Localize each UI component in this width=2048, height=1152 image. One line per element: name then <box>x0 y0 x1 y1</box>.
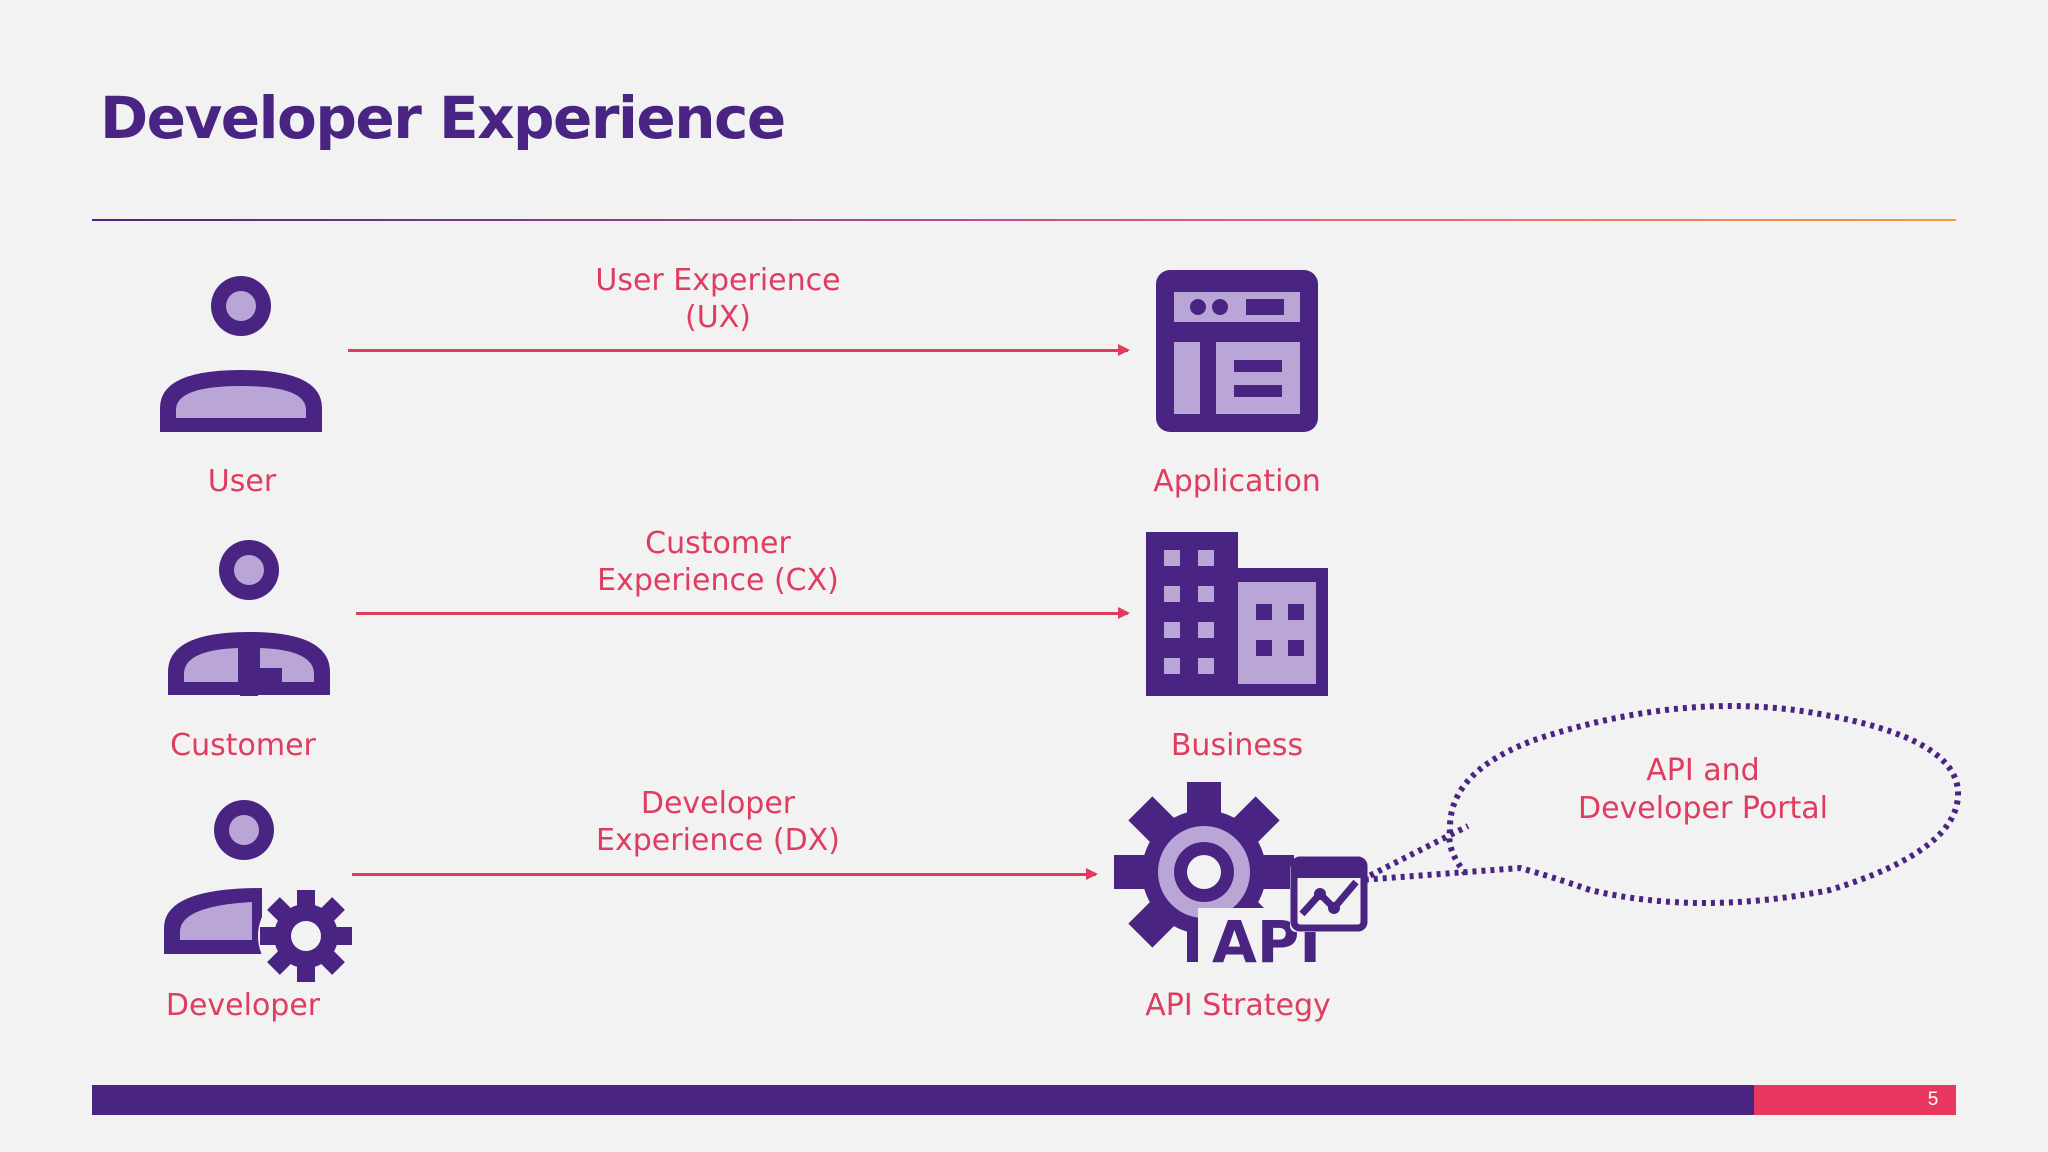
experience-label-dx-line1: Developer <box>640 786 796 821</box>
actor-label-developer: Developer <box>165 988 321 1023</box>
experience-label-ux-line1: User Experience <box>595 263 841 298</box>
experience-label-cx-line1: Customer <box>645 526 791 561</box>
ux-arrow <box>348 344 1130 356</box>
callout-bubble <box>1360 703 1962 906</box>
footer-bar <box>92 1085 1754 1115</box>
experience-label-ux: User Experience (UX) <box>508 262 928 336</box>
target-label-api-strategy: API Strategy <box>1145 988 1331 1023</box>
slide-title: Developer Experience <box>100 84 786 152</box>
experience-label-ux-line2: (UX) <box>685 300 751 335</box>
experience-label-cx: Customer Experience (CX) <box>508 525 928 599</box>
callout-label-line1: API and <box>1646 753 1760 788</box>
dx-arrow <box>352 868 1098 880</box>
experience-label-dx: Developer Experience (DX) <box>508 785 928 859</box>
actor-label-user: User <box>207 464 277 499</box>
user-icon <box>160 276 322 432</box>
actor-label-customer: Customer <box>170 728 316 763</box>
target-label-business: Business <box>1170 728 1304 763</box>
target-label-application: Application <box>1153 464 1321 499</box>
customer-icon <box>168 540 330 696</box>
api-gear-icon: API <box>1114 782 1368 968</box>
callout-label-line2: Developer Portal <box>1577 791 1829 826</box>
title-divider <box>92 219 1956 221</box>
office-building-icon <box>1146 532 1328 696</box>
footer-accent <box>1754 1085 1956 1115</box>
cx-arrow <box>356 607 1130 619</box>
experience-label-dx-line2: Experience (DX) <box>596 823 840 858</box>
developer-gear-icon <box>164 800 352 984</box>
page-number: 5 <box>1927 1089 1939 1110</box>
application-window-icon <box>1156 270 1318 432</box>
experience-label-cx-line2: Experience (CX) <box>597 563 839 598</box>
callout-label: API and Developer Portal <box>1503 752 1903 828</box>
